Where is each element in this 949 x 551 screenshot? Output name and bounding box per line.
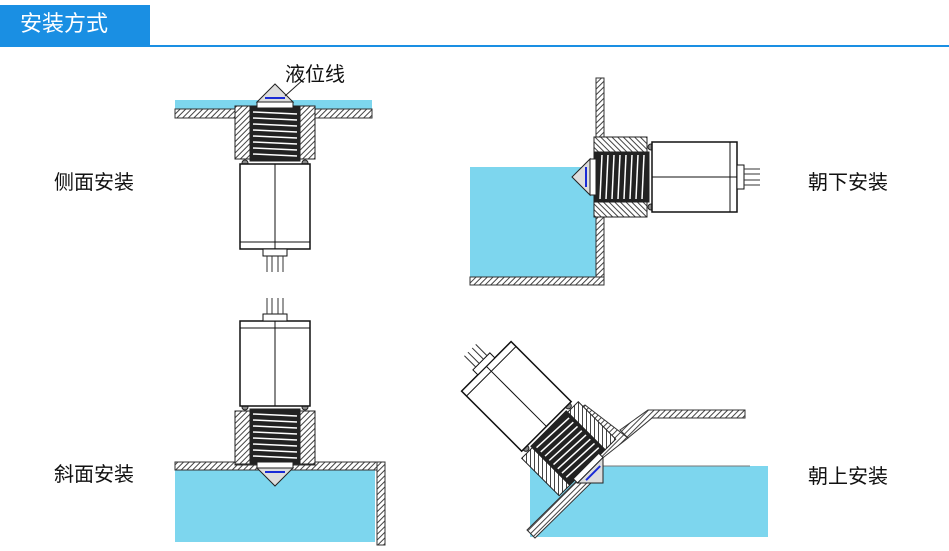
level-sensor [234,297,316,487]
section-title: 安装方式 [0,5,150,45]
section-divider [0,45,949,47]
side-mount-label: 侧面安装 [54,170,134,194]
side-mount-diagram [174,77,373,273]
up-mount-label: 朝上安装 [808,464,888,488]
level-sensor [234,83,316,273]
down-mount-diagram [469,77,761,286]
up-mount-diagram [440,320,768,539]
liquid [470,167,596,277]
leader-line [284,77,306,97]
down-mount-label: 朝下安装 [808,170,888,194]
oblique-mount-label: 斜面安装 [54,462,134,486]
oblique-mount-diagram [174,297,386,546]
liquid-level-label: 液位线 [285,62,345,86]
level-sensor [571,136,761,218]
